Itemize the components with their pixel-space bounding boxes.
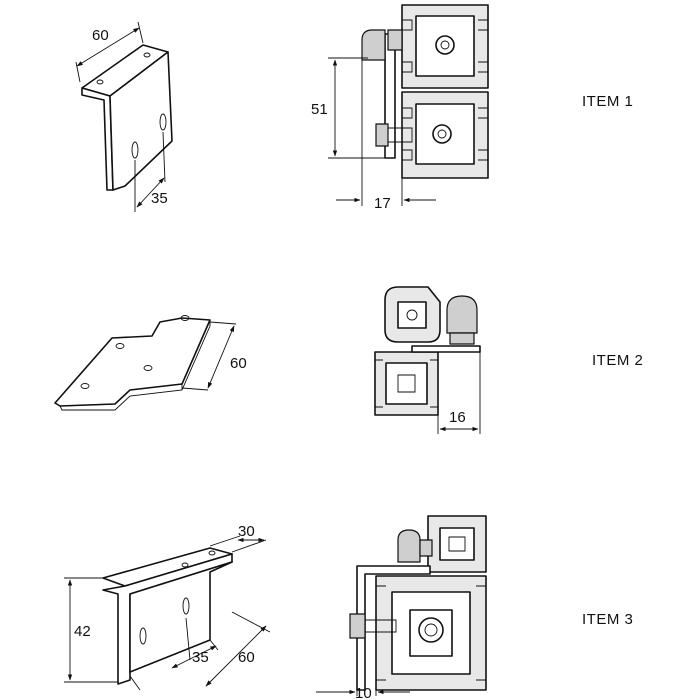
item-3-dim-offset: 10 (355, 685, 372, 700)
item-1-group: 60 35 (75, 4, 633, 212)
item-2-plate: 60 (54, 315, 247, 411)
item-3-label: ITEM 3 (582, 611, 633, 628)
item-2-dim-plate-width: 60 (230, 355, 247, 372)
item-1-profile-assembly: 51 17 (311, 4, 489, 212)
item-3-dim-flange-width: 30 (238, 523, 255, 540)
item-3-dim-height: 42 (74, 623, 91, 640)
item-1-dim-bracket-length: 60 (92, 27, 109, 44)
item-1-dim-offset: 17 (374, 195, 391, 212)
item-1-angle-bracket: 60 35 (75, 21, 173, 212)
item-3-dim-length: 60 (238, 649, 255, 666)
item-2-profile-assembly: 16 (374, 286, 481, 434)
item-2-label: ITEM 2 (592, 352, 643, 369)
item-3-group: 30 42 35 60 (64, 515, 633, 700)
item-2-dim-offset: 16 (449, 409, 466, 426)
item-2-group: 60 16 ITEM 2 (54, 286, 643, 434)
item-3-dim-hole: 35 (192, 649, 209, 666)
item-1-dim-bracket-hole: 35 (151, 190, 168, 207)
item-1-dim-height: 51 (311, 101, 328, 118)
item-1-label: ITEM 1 (582, 93, 633, 110)
item-3-tee-bracket: 30 42 35 60 (64, 523, 271, 691)
item-3-profile-assembly: 10 (316, 515, 487, 700)
